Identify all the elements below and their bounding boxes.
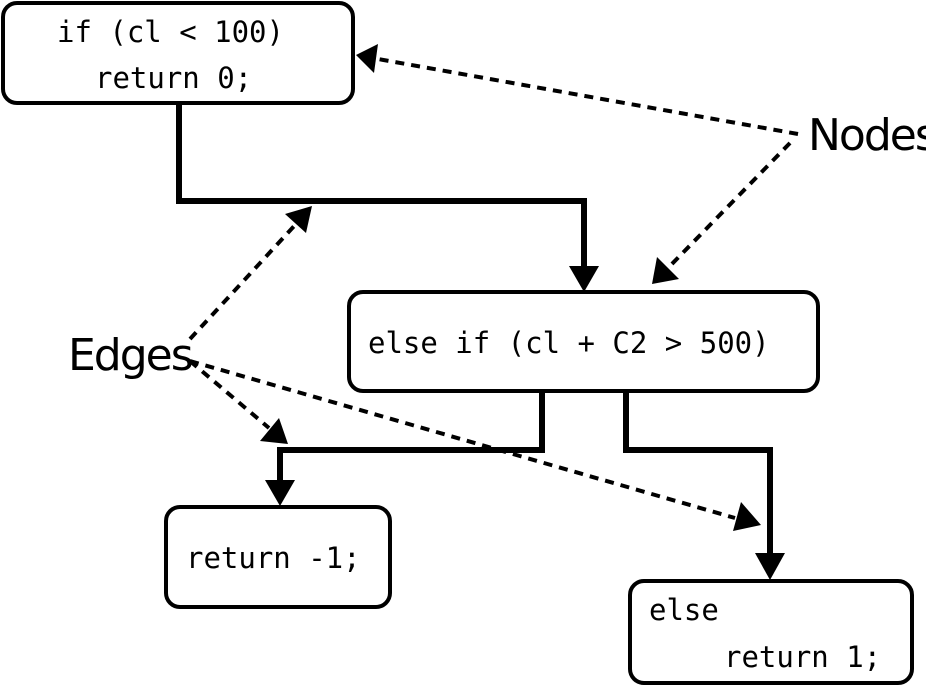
- edges-group: [176, 104, 785, 580]
- edge-else-if-to-return-minus-one-arrowhead: [265, 480, 295, 506]
- edge-else-if-to-else: [623, 392, 773, 559]
- node-if: if (cl < 100) return 0;: [1, 1, 355, 105]
- edge-else-if-to-return-minus-one: [277, 392, 545, 486]
- edges-pointer-to-right-edge-arrowhead: [733, 502, 761, 531]
- node-if-line-2: return 0;: [95, 61, 252, 95]
- node-else-box: [628, 579, 914, 685]
- node-else-line-2: return 1;: [724, 640, 881, 674]
- node-if-box: [1, 1, 355, 105]
- edge-if-to-else-if-arrowhead: [569, 266, 599, 292]
- node-if-line-1: if (cl < 100): [57, 15, 284, 49]
- nodes-pointer-to-else-if: [666, 141, 792, 270]
- edges-pointer-to-left-edge-arrowhead: [260, 418, 288, 444]
- edge-else-if-to-else-arrowhead: [755, 553, 785, 580]
- edges-pointer-to-top-edge-arrowhead: [285, 206, 312, 233]
- node-return-minus-one: return -1;: [164, 505, 392, 609]
- nodes-pointer-to-else-if-arrowhead: [652, 257, 679, 284]
- edges-pointer-to-left-edge: [188, 359, 271, 430]
- nodes-pointer-to-if: [377, 57, 799, 136]
- node-else-if: else if (cl + C2 > 500): [347, 290, 820, 393]
- node-else: else return 1;: [628, 579, 914, 685]
- node-else-if-box: [347, 290, 820, 393]
- node-return-minus-one-box: [164, 505, 392, 609]
- node-return-minus-one-line-1: return -1;: [186, 541, 361, 575]
- edges-label: Edges: [68, 330, 192, 381]
- edge-if-to-else-if: [176, 104, 587, 272]
- edges-pointer-to-right-edge: [189, 359, 736, 520]
- nodes-label: Nodes: [808, 110, 926, 161]
- edges-pointer-to-top-edge: [188, 222, 298, 341]
- annotation-pointers: [188, 44, 799, 531]
- nodes-pointer-to-if-arrowhead: [356, 44, 378, 73]
- node-else-line-1: else: [649, 593, 719, 627]
- node-else-if-line-1: else if (cl + C2 > 500): [368, 326, 770, 360]
